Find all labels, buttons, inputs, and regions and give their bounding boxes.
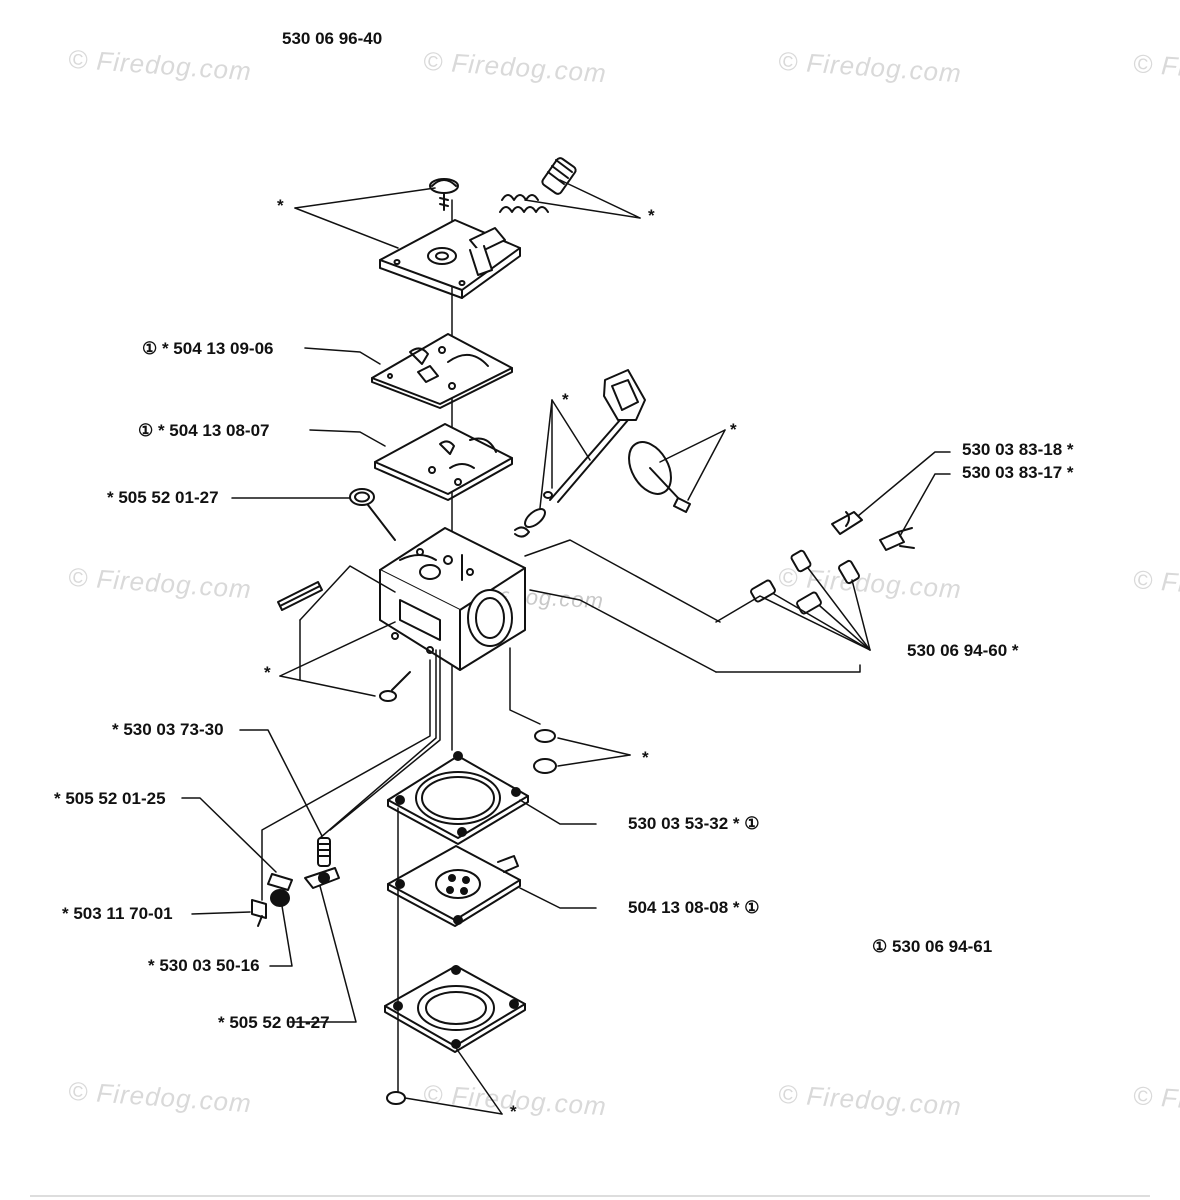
label-gasket-504-13-08-07: ① * 504 13 08-07 bbox=[138, 421, 270, 440]
carburetor-body bbox=[379, 527, 526, 671]
label-530-06-94-60: 530 06 94-60 * bbox=[907, 641, 1019, 660]
top-screw bbox=[429, 178, 459, 211]
diaphragm-530-03-53-32 bbox=[387, 751, 529, 845]
spring-and-screw bbox=[499, 157, 577, 213]
bottom-cover bbox=[384, 965, 526, 1053]
label-530-03-50-16: * 530 03 50-16 bbox=[148, 956, 260, 975]
leader-lines bbox=[181, 179, 951, 1115]
diagram-title: 530 06 96-40 bbox=[282, 29, 383, 48]
gasket-504-13-09-06 bbox=[371, 333, 513, 409]
pump-caps bbox=[831, 511, 915, 551]
label-star: * bbox=[648, 206, 655, 225]
note-530-06-94-61: ① 530 06 94-61 bbox=[872, 937, 993, 956]
label-505-52-01-25: * 505 52 01-25 bbox=[54, 789, 166, 808]
top-cover bbox=[379, 219, 521, 299]
label-star: * bbox=[642, 748, 649, 767]
label-530-03-73-30: * 530 03 73-30 bbox=[112, 720, 224, 739]
label-503-11-70-01: * 503 11 70-01 bbox=[62, 904, 173, 923]
plug-top bbox=[349, 488, 396, 541]
label-504-13-08-08: 504 13 08-08 * ① bbox=[628, 898, 760, 917]
throttle-disc bbox=[628, 441, 691, 513]
footer-divider bbox=[30, 1195, 1150, 1197]
label-star: * bbox=[510, 1102, 517, 1121]
label-plug-505-52-01-27: * 505 52 01-27 bbox=[107, 488, 219, 507]
label-gasket-504-13-09-06: ① * 504 13 09-06 bbox=[142, 339, 274, 358]
throttle-shaft bbox=[514, 369, 646, 538]
needle-valve bbox=[251, 837, 340, 927]
label-530-03-83-18: 530 03 83-18 * bbox=[962, 440, 1074, 459]
label-star: * bbox=[730, 420, 737, 439]
left-pin bbox=[277, 581, 323, 611]
washer bbox=[533, 729, 557, 774]
jet-nozzles bbox=[750, 549, 860, 615]
gasket-504-13-08-07 bbox=[374, 423, 513, 501]
body-screw bbox=[379, 671, 411, 702]
label-505-52-01-27-bottom: * 505 52 01-27 bbox=[218, 1013, 330, 1032]
label-530-03-53-32: 530 03 53-32 * ① bbox=[628, 814, 760, 833]
label-star: * bbox=[562, 390, 569, 409]
label-star: * bbox=[264, 663, 271, 682]
bottom-screws bbox=[386, 807, 406, 1105]
label-star: * bbox=[277, 196, 284, 215]
diaphragm-504-13-08-08 bbox=[387, 845, 521, 927]
label-530-03-83-17: 530 03 83-17 * bbox=[962, 463, 1074, 482]
